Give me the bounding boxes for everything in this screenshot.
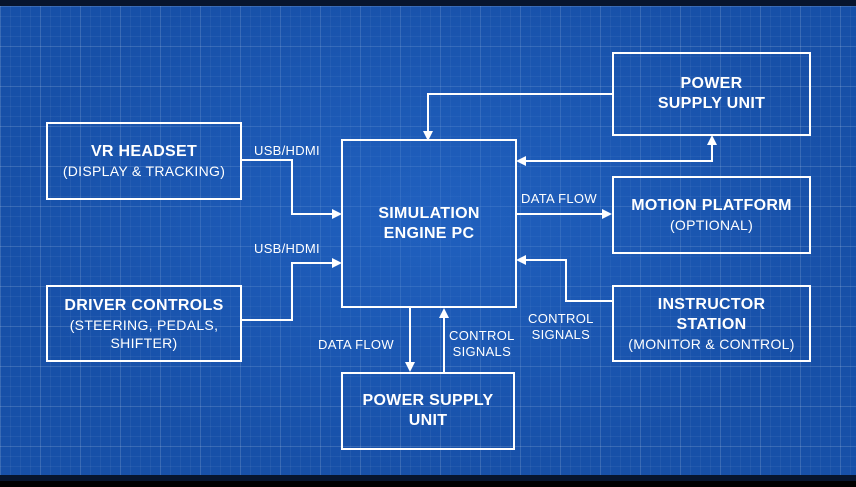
instructor-station-box: INSTRUCTOR STATION (MONITOR & CONTROL): [612, 285, 811, 362]
power-supply-bottom-box: POWER SUPPLY UNIT: [341, 372, 515, 450]
power-supply-bottom-line-2: UNIT: [408, 412, 448, 429]
control-signals-right-line-2: SIGNALS: [531, 327, 591, 342]
control-signals-label-right: CONTROL SIGNALS: [528, 311, 594, 343]
power-supply-top-line-1: POWER: [680, 75, 743, 92]
instructor-station-line-2: STATION: [676, 315, 747, 333]
vr-headset-box: VR HEADSET (DISPLAY & TRACKING): [46, 122, 242, 200]
connection-lines: [242, 93, 717, 372]
motion-platform-title: MOTION PLATFORM: [631, 197, 792, 214]
instructor-station-line-1: INSTRUCTOR: [657, 295, 766, 313]
control-signals-bottom-line-1: CONTROL: [449, 328, 515, 343]
data-flow-label-right: DATA FLOW: [521, 191, 597, 206]
power-supply-top-line-2: SUPPLY UNIT: [657, 95, 766, 112]
instructor-station-subtitle: (MONITOR & CONTROL): [628, 335, 795, 352]
driver-controls-sub-1: (STEERING, PEDALS,: [69, 316, 219, 333]
driver-controls-sub-2: SHIFTER): [110, 334, 178, 351]
power-supply-top-box: POWER SUPPLY UNIT: [612, 52, 811, 136]
motion-platform-box: MOTION PLATFORM (OPTIONAL): [612, 176, 811, 254]
data-flow-label-bottom: DATA FLOW: [318, 337, 394, 352]
instructor-to-engine-arrow: [516, 255, 612, 302]
simulation-engine-line-1: SIMULATION: [378, 204, 480, 222]
driver-controls-title: DRIVER CONTROLS: [64, 296, 224, 314]
controls-to-engine-arrow: [242, 258, 342, 321]
simulation-engine-box: SIMULATION ENGINE PC: [341, 139, 517, 308]
engine-psu-top-bidirectional: [516, 135, 717, 166]
driver-controls-box: DRIVER CONTROLS (STEERING, PEDALS, SHIFT…: [46, 285, 242, 362]
control-signals-right-line-1: CONTROL: [528, 311, 594, 326]
vr-headset-subtitle: (DISPLAY & TRACKING): [62, 163, 226, 179]
vr-to-engine-arrow: [242, 159, 342, 219]
usb-hdmi-label-bottom: USB/HDMI: [254, 241, 320, 256]
vr-headset-title: VR HEADSET: [90, 143, 198, 160]
control-signals-bottom-line-2: SIGNALS: [452, 344, 512, 359]
usb-hdmi-label-top: USB/HDMI: [254, 143, 320, 158]
motion-platform-subtitle: (OPTIONAL): [669, 217, 754, 233]
control-signals-label-bottom: CONTROL SIGNALS: [449, 328, 515, 360]
simulation-engine-line-2: ENGINE PC: [383, 224, 475, 242]
power-supply-bottom-line-1: POWER SUPPLY: [362, 392, 494, 409]
psu-top-to-engine-arrow: [423, 93, 612, 141]
